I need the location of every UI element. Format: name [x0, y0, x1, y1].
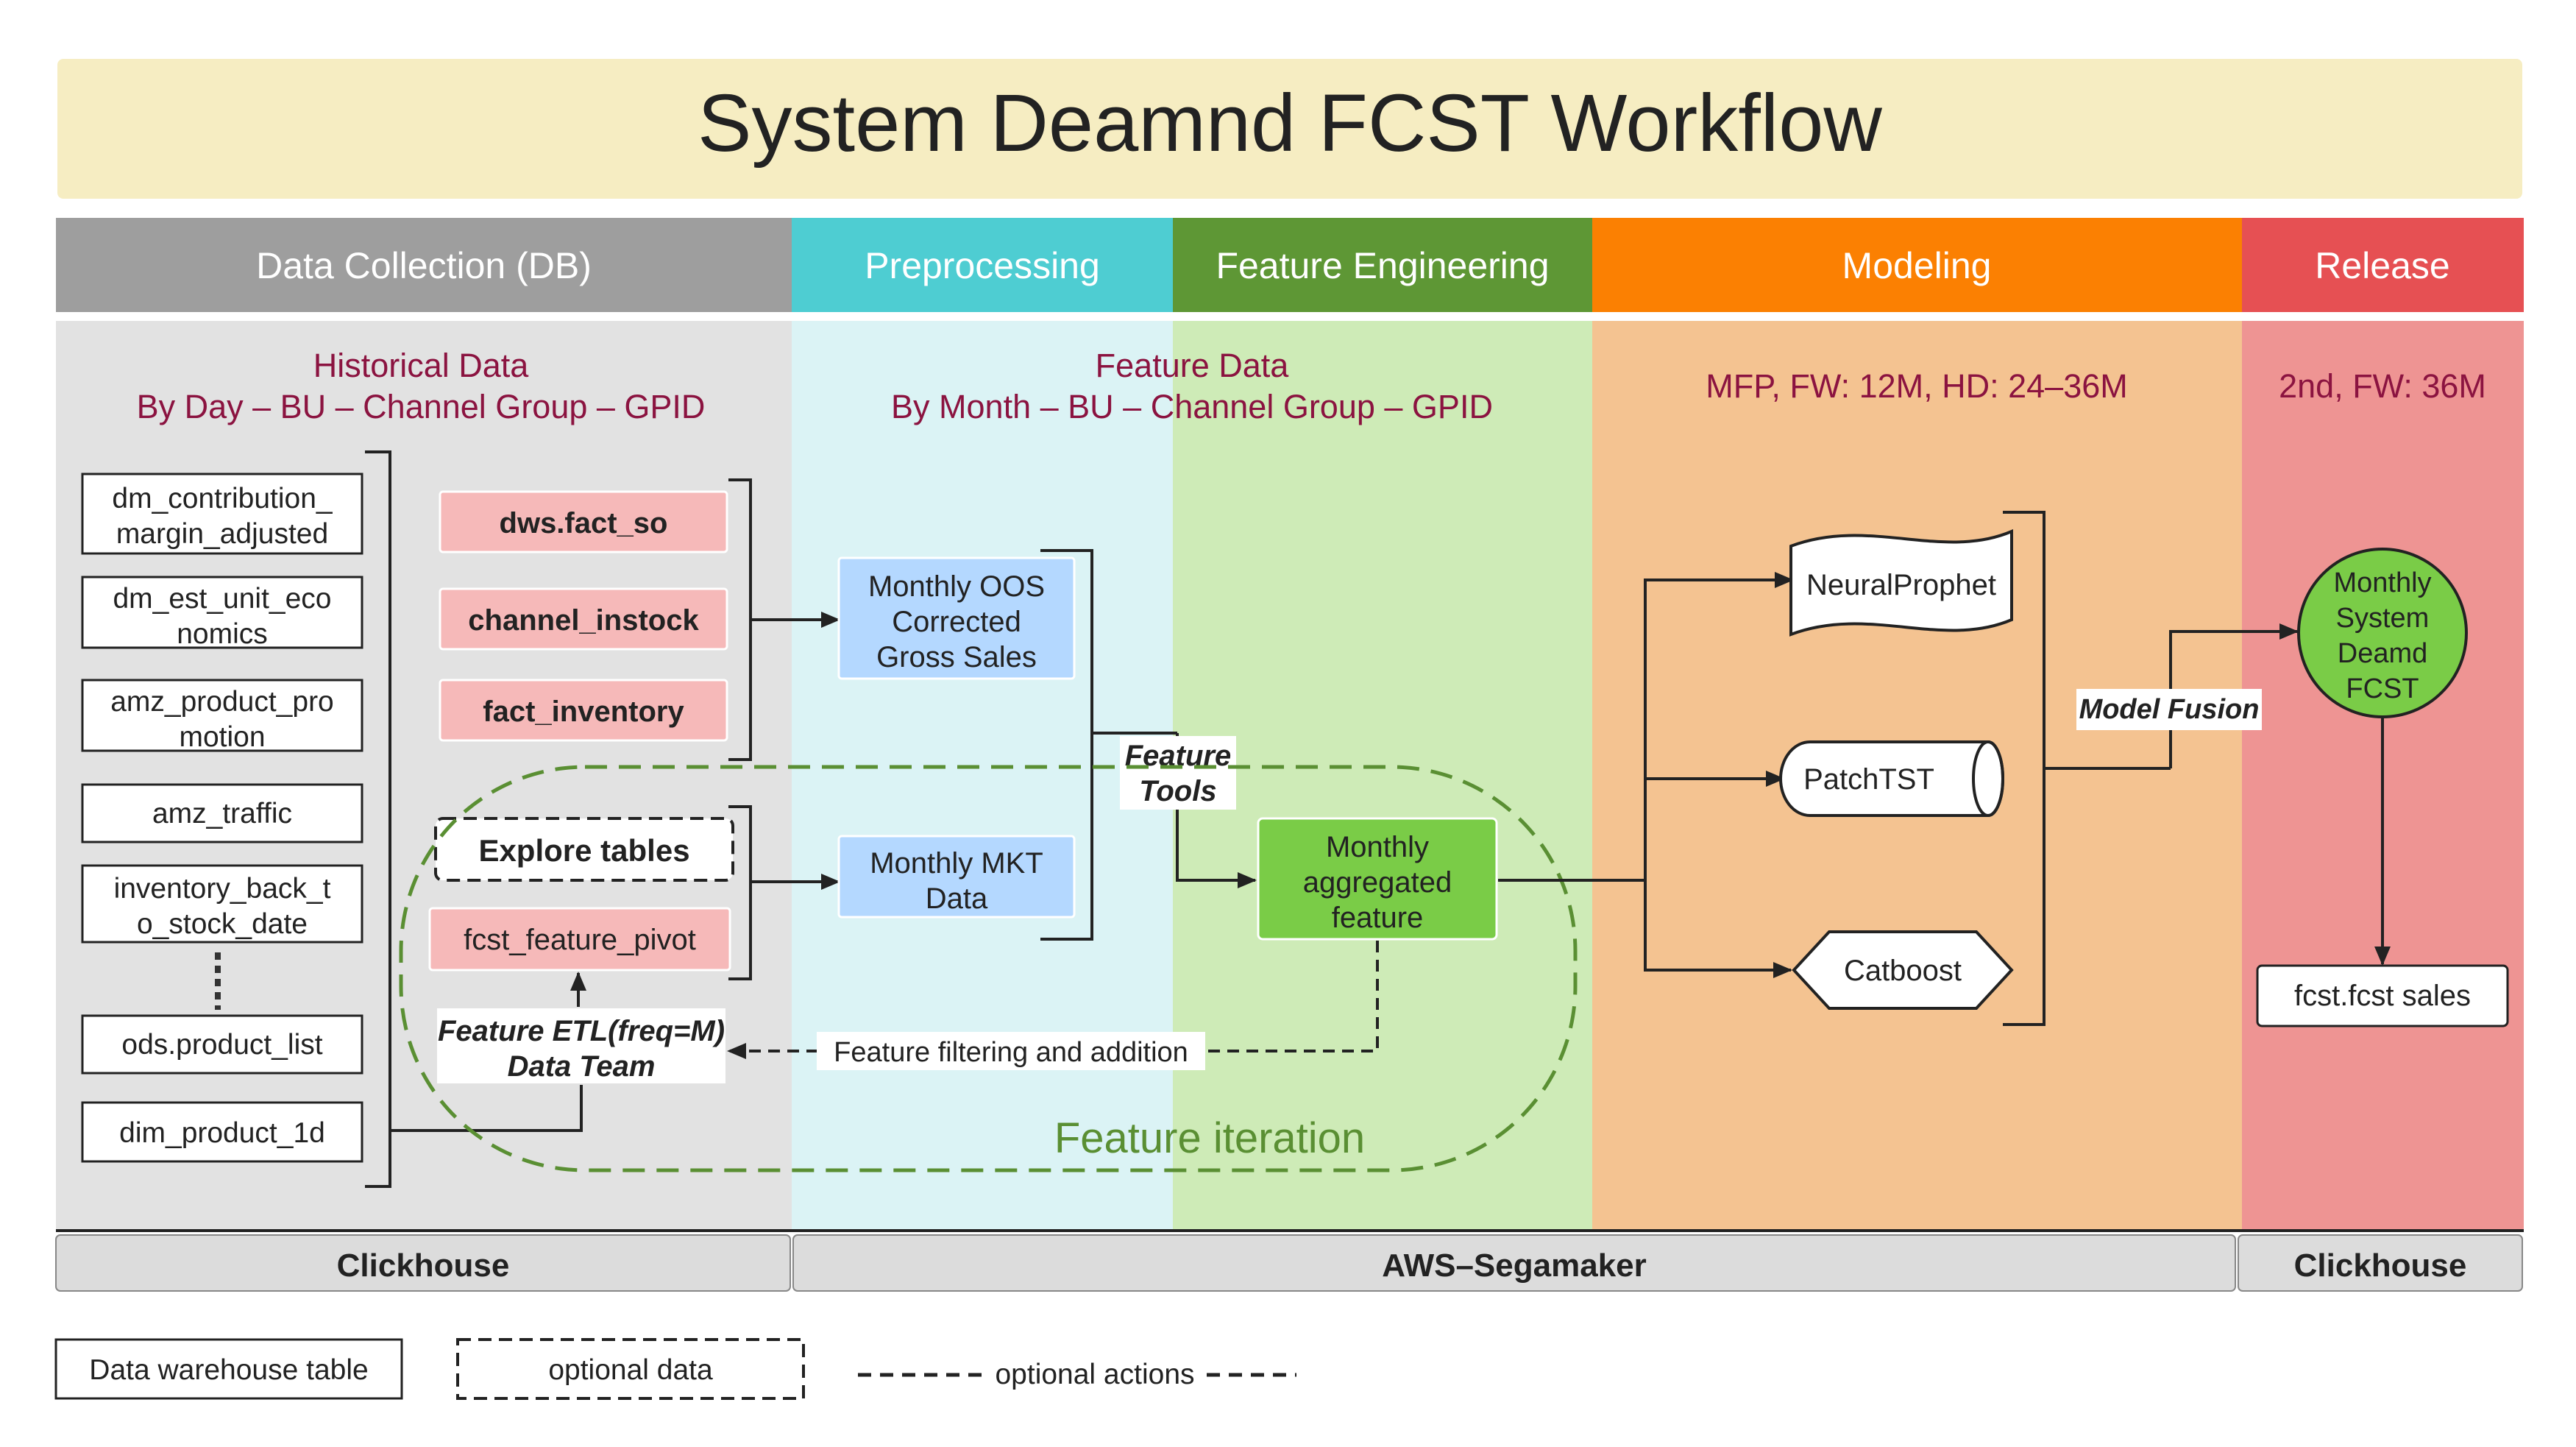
warehouse-table-line1: dim_product_1d	[119, 1117, 325, 1149]
modeling-spec: MFP, FW: 12M, HD: 24–36M	[1706, 367, 2128, 405]
feature-filtering-label: Feature filtering and addition	[834, 1037, 1188, 1068]
fcst-sales-label: fcst.fcst sales	[2294, 980, 2471, 1012]
warehouse-table-line2: nomics	[177, 618, 268, 650]
stage-label-collection: Data Collection (DB)	[256, 245, 592, 286]
platform-label: Clickhouse	[2294, 1248, 2467, 1284]
fcst-circle-line1: Monthly	[2333, 567, 2431, 598]
stage-header-collection	[56, 218, 792, 312]
stage-label-preprocessing: Preprocessing	[865, 245, 1100, 286]
explore-tables-label: Explore tables	[478, 833, 689, 868]
source-table-label: fact_inventory	[483, 696, 684, 728]
feature-filtering-bg	[817, 1032, 1205, 1070]
platform-clickhouse-left	[55, 1234, 791, 1292]
stage-header-preprocessing	[792, 218, 1173, 312]
warehouse-table	[81, 679, 363, 752]
fcst-circle-line2: System	[2336, 603, 2430, 634]
source-table-channel-instock	[439, 587, 728, 651]
feature-pivot-label: fcst_feature_pivot	[464, 924, 696, 956]
aggregated-feature-line2: aggregated	[1303, 866, 1452, 899]
stage-label-feature-engineering: Feature Engineering	[1216, 245, 1549, 286]
title-banner	[57, 59, 2522, 199]
model-patchtst-label: PatchTST	[1803, 763, 1934, 796]
platform-clickhouse-right	[2238, 1234, 2523, 1292]
monthly-mkt-line1: Monthly MKT	[870, 847, 1043, 880]
legend-optional-data-label: optional data	[548, 1354, 713, 1386]
platform-aws	[792, 1234, 2236, 1292]
monthly-oos-line2: Corrected	[892, 606, 1021, 638]
stage-label-release: Release	[2315, 245, 2449, 286]
monthly-oos-line3: Gross Sales	[876, 641, 1037, 673]
source-table-fact-so	[439, 490, 728, 553]
stage-body-collection	[56, 321, 792, 1231]
warehouse-table	[81, 473, 363, 555]
stage-label-modeling: Modeling	[1842, 245, 1992, 286]
model-fusion-bg	[2076, 689, 2262, 730]
monthly-oos-line1: Monthly OOS	[868, 570, 1045, 603]
model-catboost-shape	[1792, 930, 2014, 1010]
legend-optional-data-swatch	[456, 1338, 805, 1400]
warehouse-table-line1: ods.product_list	[121, 1029, 322, 1061]
feature-tools-bg	[1120, 736, 1236, 810]
warehouse-table-line1: inventory_back_t	[114, 873, 331, 905]
fcst-sales-table	[2256, 964, 2509, 1027]
model-neuralprophet-shape	[1789, 528, 2013, 637]
historical-data-title: Historical Data	[313, 347, 530, 384]
source-table-fact-inventory	[439, 679, 728, 742]
stage-header-release	[2242, 218, 2524, 312]
page-title: System Deamnd FCST Workflow	[698, 78, 1882, 169]
historical-data-grain: By Day – BU – Channel Group – GPID	[137, 388, 706, 425]
legend-optional-actions-label: optional actions	[995, 1359, 1194, 1390]
etl-label-line2: Data Team	[508, 1050, 656, 1083]
platform-label: Clickhouse	[337, 1248, 510, 1284]
model-catboost-label: Catboost	[1844, 955, 1962, 987]
monthly-oos-box	[837, 556, 1076, 680]
warehouse-table	[81, 864, 363, 944]
etl-label-line1: Feature ETL(freq=M)	[438, 1015, 725, 1047]
warehouse-table-line2: o_stock_date	[137, 908, 308, 940]
model-fusion-label: Model Fusion	[2079, 694, 2260, 725]
etl-label-bg	[437, 1008, 725, 1083]
aggregated-feature-line3: feature	[1332, 902, 1424, 934]
warehouse-table	[81, 576, 363, 649]
legend-warehouse-swatch	[54, 1338, 403, 1400]
aggregated-feature-line1: Monthly	[1326, 831, 1429, 863]
monthly-mkt-line2: Data	[926, 882, 988, 915]
stage-header-modeling	[1592, 218, 2242, 312]
feature-tools-line2: Tools	[1139, 775, 1216, 807]
warehouse-table	[81, 1014, 363, 1075]
warehouse-table-line1: amz_traffic	[152, 798, 292, 829]
feature-data-title: Feature Data	[1096, 347, 1290, 384]
warehouse-table-line1: amz_product_pro	[110, 686, 334, 718]
explore-tables-box	[434, 817, 734, 882]
stage-header-feature-engineering	[1173, 218, 1592, 312]
aggregated-feature-box	[1257, 817, 1498, 941]
warehouse-table-line2: motion	[179, 721, 265, 753]
source-table-label: channel_instock	[468, 604, 699, 637]
fcst-circle-line3: Deamd	[2338, 638, 2428, 669]
model-neuralprophet-label: NeuralProphet	[1806, 569, 1996, 601]
feature-data-grain: By Month – BU – Channel Group – GPID	[891, 388, 1493, 425]
warehouse-table-line2: margin_adjusted	[116, 518, 328, 550]
warehouse-table	[81, 783, 363, 843]
stage-body-preprocessing	[792, 321, 1173, 1231]
warehouse-table	[81, 1101, 363, 1163]
source-table-label: dws.fact_so	[500, 507, 668, 539]
feature-pivot-table	[428, 907, 731, 972]
fcst-circle-line4: FCST	[2346, 673, 2419, 704]
stage-body-feature-engineering	[1173, 321, 1592, 1231]
monthly-mkt-box	[837, 835, 1076, 919]
legend-warehouse-label: Data warehouse table	[89, 1354, 368, 1386]
warehouse-table-line1: dm_est_unit_eco	[113, 583, 331, 615]
release-spec: 2nd, FW: 36M	[2279, 367, 2486, 405]
feature-iteration-label: Feature iteration	[1054, 1114, 1365, 1162]
platform-label: AWS–Segamaker	[1382, 1248, 1647, 1284]
fcst-output-circle	[2297, 548, 2468, 718]
warehouse-table-line1: dm_contribution_	[112, 483, 333, 514]
